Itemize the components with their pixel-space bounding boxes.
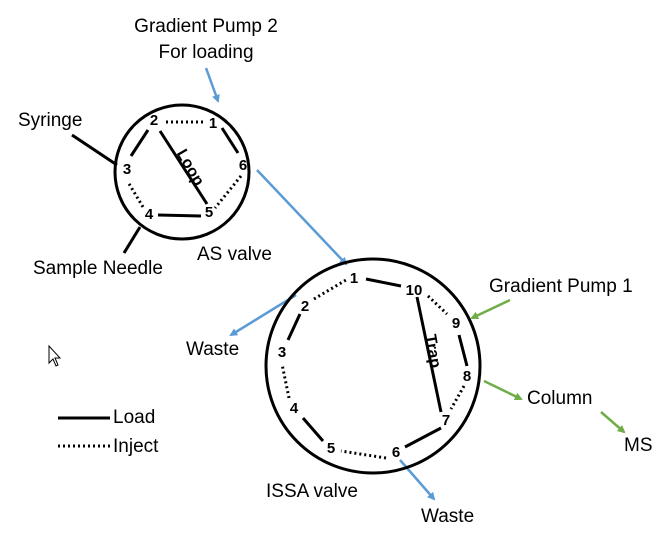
as-port-5: 5: [205, 204, 213, 221]
waste-left-arrow: [229, 293, 297, 337]
waste-left-label: Waste: [186, 339, 239, 360]
issa-port-7: 7: [442, 412, 450, 429]
as-port-4: 4: [145, 206, 154, 223]
legend-inject-label: Inject: [113, 436, 159, 457]
as-path-4-3: [126, 181, 145, 208]
as-path-5-4: [157, 213, 202, 218]
issa-path-7-6: [404, 426, 442, 449]
issa-path-4-3: [280, 363, 291, 399]
as-valve-label: AS valve: [197, 244, 272, 265]
legend-load-label: Load: [113, 407, 155, 428]
issa-port-5: 5: [327, 440, 335, 457]
issa-path-5-4: [301, 417, 325, 442]
pump2-inlet-arrow: [204, 67, 220, 103]
syringe-line: [71, 133, 118, 167]
waste-bottom-arrow: [399, 459, 436, 501]
as-path-6-5: [213, 175, 243, 209]
sample-needle-line: [122, 226, 142, 254]
issa-path-9-8: [457, 334, 469, 367]
pump1-inlet-arrow: [470, 298, 511, 320]
issa-path-2-1: [313, 278, 347, 301]
loop-label: Loop: [173, 147, 207, 190]
issa-valve-label: ISSA valve: [266, 481, 358, 502]
issa-path-6-5: [340, 449, 387, 460]
issa-port-4: 4: [290, 400, 299, 417]
column-arrow: [483, 379, 523, 401]
as-loop-path: [158, 130, 209, 205]
ms-label: MS: [624, 435, 653, 456]
issa-port-6: 6: [392, 444, 400, 461]
mouse-pointer-icon: [48, 344, 62, 367]
pump2-label-line1: Gradient Pump 2: [134, 16, 278, 37]
pump1-label: Gradient Pump 1: [489, 276, 633, 297]
issa-port-3: 3: [278, 344, 286, 361]
as-path-1-6: [220, 127, 240, 154]
as-port-1: 1: [209, 115, 217, 132]
column-label: Column: [527, 388, 592, 409]
issa-path-3-2: [286, 313, 302, 341]
sample-needle-label: Sample Needle: [33, 258, 163, 279]
waste-bottom-label: Waste: [421, 506, 474, 527]
ms-arrow: [600, 411, 626, 434]
issa-path-8-7: [449, 385, 466, 410]
syringe-label: Syringe: [18, 110, 82, 131]
issa-port-8: 8: [463, 368, 471, 385]
as-to-issa-arrow: [256, 169, 348, 266]
as-path-3-2: [129, 129, 150, 157]
as-valve-circle: [113, 103, 251, 241]
issa-trap-path: [415, 296, 443, 413]
issa-port-9: 9: [452, 315, 460, 332]
issa-path-10-9: [426, 294, 449, 316]
issa-port-10: 10: [406, 282, 423, 299]
issa-valve-circle: [264, 257, 482, 475]
issa-port-1: 1: [350, 270, 358, 287]
as-port-3: 3: [123, 161, 131, 178]
as-port-6: 6: [239, 157, 247, 174]
issa-path-1-10: [365, 277, 402, 288]
issa-port-2: 2: [301, 298, 309, 315]
as-port-2: 2: [150, 112, 158, 129]
pump2-label-line2: For loading: [158, 42, 253, 63]
trap-label: Trap: [421, 333, 444, 369]
